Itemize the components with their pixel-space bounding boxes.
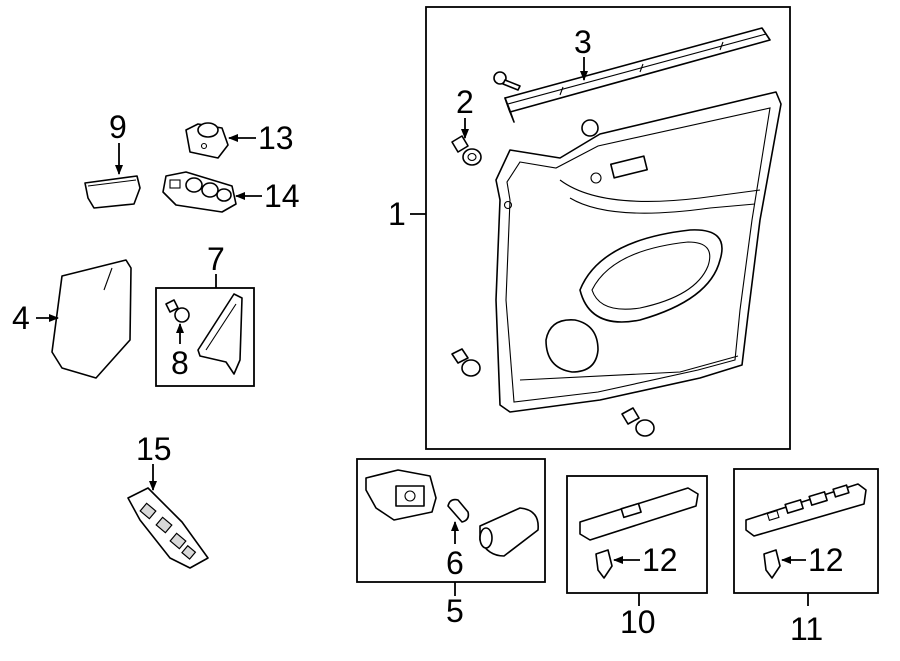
courtesy-lamp-box bbox=[356, 458, 546, 583]
switch-base-box-10 bbox=[566, 475, 708, 594]
lens-part bbox=[479, 507, 539, 557]
callout-2: 2 bbox=[456, 84, 474, 120]
callout-10: 10 bbox=[620, 604, 656, 640]
switch-base-box-11 bbox=[733, 468, 879, 594]
switch-base-group-10: 10 12 bbox=[566, 475, 708, 640]
callout-12b: 12 bbox=[808, 542, 844, 578]
clip-part-left bbox=[451, 348, 481, 377]
screw-part bbox=[493, 71, 521, 91]
clip-part-8 bbox=[165, 299, 190, 323]
pocket-part bbox=[84, 175, 141, 209]
mirror-cover-part bbox=[51, 259, 132, 379]
door-panel-box bbox=[425, 6, 791, 450]
trim-corner-box bbox=[155, 287, 255, 387]
lamp-housing-part bbox=[365, 469, 437, 521]
plug-part bbox=[581, 119, 599, 137]
door-trim-panel-part bbox=[495, 91, 782, 413]
callout-3: 3 bbox=[574, 24, 592, 60]
master-switch-part bbox=[127, 487, 209, 569]
callout-4: 4 bbox=[12, 300, 30, 336]
panel-handle-recess bbox=[610, 155, 648, 179]
switch-part-13 bbox=[185, 122, 229, 159]
callout-5: 5 bbox=[446, 593, 464, 629]
switch-base-group-11: 11 12 bbox=[733, 468, 879, 647]
clip-part-top bbox=[451, 135, 482, 166]
clip-part-12b bbox=[763, 549, 781, 579]
door-panel-group: 1 3 2 bbox=[388, 6, 791, 450]
callout-7: 7 bbox=[207, 241, 225, 277]
trim-corner-group: 7 8 bbox=[155, 241, 255, 387]
callout-6: 6 bbox=[446, 545, 464, 581]
switch-panel-part-14 bbox=[162, 171, 237, 213]
clip-part-12a bbox=[595, 549, 613, 579]
callout-13: 13 bbox=[258, 120, 294, 156]
belt-weatherstrip-part bbox=[504, 27, 771, 123]
callout-15: 15 bbox=[136, 431, 172, 467]
callout-12a: 12 bbox=[642, 542, 678, 578]
clip-part-bottom bbox=[621, 407, 655, 437]
switch-base-part-10 bbox=[579, 487, 699, 541]
callout-14: 14 bbox=[264, 178, 300, 214]
callout-1: 1 bbox=[388, 196, 406, 232]
callout-9: 9 bbox=[109, 109, 127, 145]
courtesy-lamp-group: 5 6 bbox=[356, 458, 546, 629]
switch-base-part-11 bbox=[745, 483, 867, 537]
corner-garnish-part bbox=[197, 293, 243, 375]
callout-11: 11 bbox=[790, 611, 823, 647]
callout-8: 8 bbox=[171, 345, 189, 381]
bulb-part bbox=[447, 498, 470, 523]
